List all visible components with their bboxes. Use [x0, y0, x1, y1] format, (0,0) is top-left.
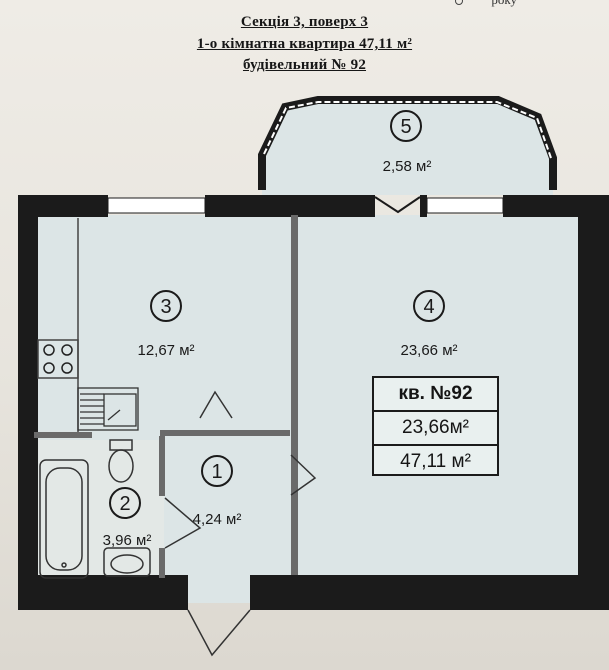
title-line-2: 1-о кімнатна квартира 47,11 м² — [196, 36, 413, 52]
room-3-number: 3 — [160, 296, 171, 318]
room-4-number: 4 — [423, 296, 434, 318]
outer-walls — [18, 195, 609, 610]
room-5-circle — [390, 110, 422, 142]
windows — [107, 197, 504, 214]
total-area: 47,11 м² — [400, 451, 471, 472]
interior-walls — [34, 215, 298, 578]
room-1-area: 4,24 м² — [193, 511, 242, 528]
living-area: 23,66м² — [374, 412, 497, 446]
room-2-circle — [109, 487, 141, 519]
corner-text: року — [491, 0, 517, 8]
title-line-3: будівельний № 92 — [242, 57, 367, 73]
room-4-area: 23,66 м² — [400, 342, 457, 359]
room-2-number: 2 — [119, 493, 130, 515]
room-5-number: 5 — [400, 116, 411, 138]
room-2-area: 3,96 м² — [103, 532, 152, 549]
apartment-summary: кв. №92 23,66м² 47,11 м² — [372, 376, 499, 476]
stove-icon — [43, 344, 73, 374]
bathtub-icon — [39, 459, 89, 579]
corner-mark — [455, 0, 463, 5]
apartment-number: кв. №92 — [374, 378, 497, 412]
room-3-area: 12,67 м² — [137, 342, 194, 359]
balcony-door — [374, 196, 421, 214]
room-1-number: 1 — [211, 461, 222, 483]
hall-doors — [164, 390, 317, 657]
toilet-icon — [108, 439, 134, 483]
room-number-circles — [109, 110, 445, 519]
room-3-circle — [150, 290, 182, 322]
room-4-circle — [413, 290, 445, 322]
balcony-walls — [258, 96, 557, 190]
floor-fill — [34, 100, 594, 603]
room-1-circle — [201, 455, 233, 487]
room-5-area: 2,58 м² — [383, 158, 432, 175]
title-line-1: Секція 3, поверх 3 — [240, 14, 369, 30]
washbasin-icon — [103, 547, 151, 577]
bathroom-floor — [34, 440, 164, 600]
sink-icon — [77, 387, 139, 431]
